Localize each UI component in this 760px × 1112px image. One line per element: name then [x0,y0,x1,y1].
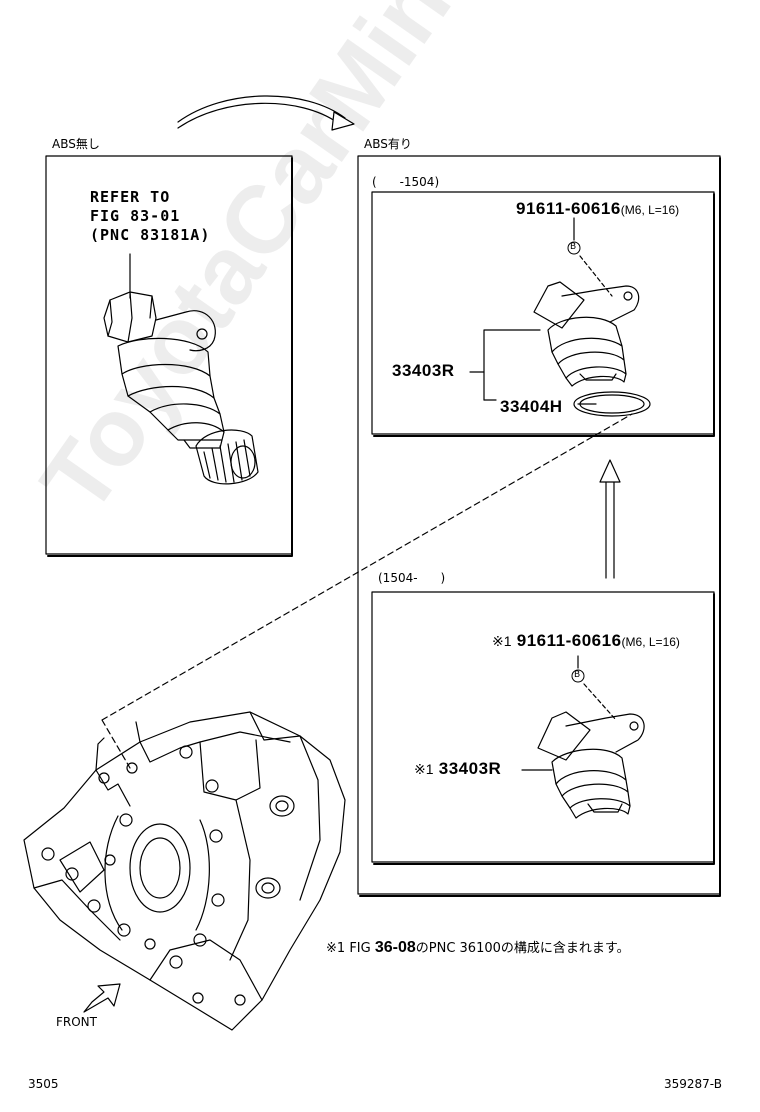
lower-bolt-part-number[interactable]: ※1 91611-60616(M6, L=16) [492,632,680,649]
right-panel-title: ABS有り [364,137,412,151]
right-panel-frame [357,155,721,897]
lower-box-frame [371,591,715,865]
lower-sensor-note-mark: ※1 [414,761,434,777]
upper-box-leaders [469,217,613,405]
lower-callout-b: B [574,670,581,680]
upper-range-label: ( -1504) [372,175,440,189]
footnote: ※1 FIG 36-08のPNC 36100の構成に含まれます。 [326,940,630,956]
refer-line-1: REFER TO [90,188,171,206]
left-panel-frame [45,155,293,557]
page-number-left: 3505 [28,1077,59,1091]
left-speed-sensor-drawing [103,253,259,485]
upper-bolt-spec: (M6, L=16) [620,203,680,217]
refer-line-2[interactable]: FIG 83-01 [90,207,181,225]
up-arrow-icon [599,459,621,579]
curved-arrow-icon [177,95,355,131]
upper-bolt-part-number[interactable]: 91611-60616(M6, L=16) [516,200,679,217]
upper-bolt-part-text[interactable]: 91611-60616 [516,199,621,218]
dashed-leader-line [101,413,633,769]
footnote-mark: ※1 [326,941,346,956]
upper-sensor-part-number[interactable]: 33403R [392,361,455,380]
lower-range-label: (1504- ) [378,571,446,585]
lower-bolt-spec: (M6, L=16) [621,635,680,649]
transmission-housing-drawing [23,711,346,1031]
lower-speed-sensor-drawing [537,711,645,819]
lower-bolt-part-text[interactable]: 91611-60616 [516,631,622,650]
refer-line-3[interactable]: (PNC 83181A) [90,226,211,244]
footnote-fig: FIG [349,941,371,956]
front-arrow-icon [83,983,121,1013]
lower-bolt-note-mark: ※1 [492,633,512,649]
left-panel-title: ABS無し [52,137,100,151]
lower-sensor-part-number[interactable]: ※1 33403R [414,760,501,777]
footnote-fig-number[interactable]: 36-08 [374,939,416,956]
front-label: FRONT [56,1015,97,1029]
footnote-text: のPNC 36100の構成に含まれます。 [415,941,630,956]
upper-speed-sensor-drawing [533,281,651,417]
page-number-right: 359287-B [664,1077,722,1091]
upper-oring-part-number[interactable]: 33404H [500,397,563,416]
lower-sensor-part-text[interactable]: 33403R [438,759,502,778]
upper-box-frame [371,191,715,437]
upper-callout-b: B [570,242,577,252]
lower-box-leaders [521,655,617,771]
